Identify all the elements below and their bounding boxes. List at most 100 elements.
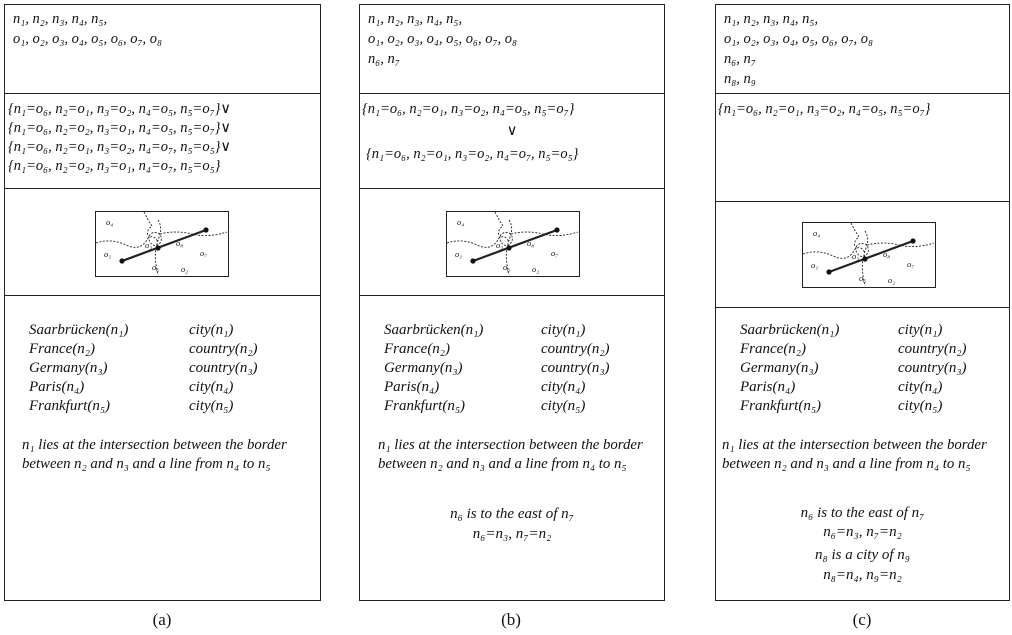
fact-type: country(n₃) xyxy=(541,360,610,376)
fact-type: city(n₅) xyxy=(541,398,586,414)
variables-section: n₁, n₂, n₃, n₄, n₅, o₁, o₂, o₃, o₄, o₅, … xyxy=(716,5,1009,94)
extra-relation-line: n₈ is a city of n₉ xyxy=(814,547,910,563)
map-point xyxy=(910,238,916,244)
fact-entity: Paris(n₄) xyxy=(29,379,85,395)
variables-line: o₁, o₂, o₃, o₄, o₅, o₆, o₇, o₈ xyxy=(13,31,163,47)
map-label: o₂ xyxy=(888,275,895,285)
extra-relation-line: n₆ is to the east of n₇ xyxy=(450,506,574,522)
variables-line: n₁, n₂, n₃, n₄, n₅, xyxy=(13,11,108,27)
facts-section: Saarbrücken(n₁) France(n₂) Germany(n₃) P… xyxy=(716,308,1009,600)
fact-type: city(n₅) xyxy=(898,398,943,414)
fact-entity: Saarbrücken(n₁) xyxy=(29,322,129,338)
extra-relation-line: n₈=n₄, n₉=n₂ xyxy=(823,567,902,583)
fact-entity: France(n₂) xyxy=(740,341,807,357)
map-label: o₄ xyxy=(457,217,464,227)
variables-line: n₈, n₉ xyxy=(724,71,756,87)
caption-b: (b) xyxy=(501,610,521,629)
panel-b: n₁, n₂, n₃, n₄, n₅, o₁, o₂, o₃, o₄, o₅, … xyxy=(359,4,665,601)
fact-entity: Saarbrücken(n₁) xyxy=(384,322,484,338)
fact-type: country(n₂) xyxy=(541,341,610,357)
variables-line: n₁, n₂, n₃, n₄, n₅, xyxy=(368,11,463,27)
fact-type: city(n₄) xyxy=(189,379,234,395)
map-label: o₂ xyxy=(181,264,188,274)
map-sketch: o₄o₃o₈o₁o₆o₇o₂o₅ xyxy=(95,211,229,277)
line-n4-n5 xyxy=(828,239,914,274)
fact-type: country(n₃) xyxy=(189,360,258,376)
fact-entity: Frankfurt(n₅) xyxy=(740,398,822,414)
fact-type: country(n₃) xyxy=(898,360,967,376)
map-label: o₇ xyxy=(200,248,207,258)
map-label: o₃ xyxy=(852,251,859,261)
fact-entity: France(n₂) xyxy=(384,341,451,357)
fact-entity: France(n₂) xyxy=(29,341,96,357)
map-label: o₈ xyxy=(883,249,890,259)
constraints-section: {n₁=o₆, n₂=o₁, n₃=o₂, n₄=o₅, n₅=o₇}∨ {n₁… xyxy=(5,94,320,189)
map-label: o₃ xyxy=(496,240,503,250)
relation-text: n₁ lies at the intersection between the … xyxy=(722,437,991,472)
fact-type: city(n₁) xyxy=(189,322,234,338)
constraint-line: {n₁=o₆, n₂=o₁, n₃=o₂, n₄=o₅, n₅=o₇} xyxy=(362,101,575,117)
map-section: o₄o₃o₈o₁o₆o₇o₂o₅ xyxy=(716,202,1009,308)
map-point xyxy=(862,256,868,262)
region-border xyxy=(96,236,159,248)
fact-entity: Paris(n₄) xyxy=(384,379,440,395)
variables-section: n₁, n₂, n₃, n₄, n₅, o₁, o₂, o₃, o₄, o₅, … xyxy=(5,5,320,94)
facts-section: Saarbrücken(n₁) France(n₂) Germany(n₃) P… xyxy=(5,296,320,600)
map-point xyxy=(506,245,512,251)
map-section: o₄o₃o₈o₁o₆o₇o₂o₅ xyxy=(360,189,664,296)
map-label: o₆ xyxy=(152,262,159,272)
fact-entity: Germany(n₃) xyxy=(29,360,108,376)
panel-a: n₁, n₂, n₃, n₄, n₅, o₁, o₂, o₃, o₄, o₅, … xyxy=(4,4,321,601)
extra-relation-line: n₆=n₃, n₇=n₂ xyxy=(823,524,902,540)
line-n4-n5 xyxy=(121,228,207,263)
variables-line: n₆, n₇ xyxy=(724,51,756,67)
map-drawing: o₄o₃o₈o₁o₆o₇o₂o₅ xyxy=(803,223,934,286)
constraints-section: {n₁=o₆, n₂=o₁, n₃=o₂, n₄=o₅, n₅=o₇} xyxy=(716,94,1009,202)
variables-line: o₁, o₂, o₃, o₄, o₅, o₆, o₇, o₈ xyxy=(368,31,518,47)
fact-type: country(n₂) xyxy=(898,341,967,357)
map-label: o₃ xyxy=(145,240,152,250)
region-border xyxy=(154,219,162,275)
constraint-line: {n₁=o₆, n₂=o₁, n₃=o₂, n₄=o₇, n₅=o₅} xyxy=(366,146,579,162)
fact-entity: Frankfurt(n₅) xyxy=(384,398,466,414)
disjunction-symbol: ∨ xyxy=(506,123,518,139)
fact-entity: Frankfurt(n₅) xyxy=(29,398,111,414)
region-border xyxy=(850,223,860,248)
map-label: o₇ xyxy=(551,248,558,258)
map-label: o₆ xyxy=(859,273,866,283)
caption-c: (c) xyxy=(852,610,872,629)
fact-type: city(n₄) xyxy=(898,379,943,395)
map-sketch: o₄o₃o₈o₁o₆o₇o₂o₅ xyxy=(802,222,936,288)
fact-entity: Germany(n₃) xyxy=(384,360,463,376)
map-drawing: o₄o₃o₈o₁o₆o₇o₂o₅ xyxy=(447,212,578,275)
region-border xyxy=(505,219,513,275)
constraints-section: {n₁=o₆, n₂=o₁, n₃=o₂, n₄=o₅, n₅=o₇} ∨ {n… xyxy=(360,94,664,189)
extra-relation-line: n₆=n₃, n₇=n₂ xyxy=(472,526,552,542)
constraint-line: {n₁=o₆, n₂=o₂, n₃=o₁, n₄=o₅, n₅=o₇}∨ xyxy=(8,120,232,136)
variables-line: n₆, n₇ xyxy=(368,51,400,67)
constraint-line: {n₁=o₆, n₂=o₂, n₃=o₁, n₄=o₇, n₅=o₅} xyxy=(8,158,221,174)
map-point xyxy=(826,269,832,275)
map-label: o₂ xyxy=(532,264,539,274)
fact-entity: Paris(n₄) xyxy=(740,379,796,395)
map-label: o₄ xyxy=(813,228,820,238)
region-border xyxy=(803,247,866,259)
fact-entity: Germany(n₃) xyxy=(740,360,819,376)
map-label: o₄ xyxy=(106,217,113,227)
map-drawing: o₄o₃o₈o₁o₆o₇o₂o₅ xyxy=(96,212,227,275)
region-border xyxy=(861,230,869,286)
relation-text: n₁ lies at the intersection between the … xyxy=(378,437,647,472)
map-point xyxy=(554,227,560,233)
fact-type: city(n₁) xyxy=(898,322,943,338)
region-border xyxy=(143,212,153,237)
fact-type: city(n₁) xyxy=(541,322,586,338)
fact-entity: Saarbrücken(n₁) xyxy=(740,322,840,338)
map-section: o₄o₃o₈o₁o₆o₇o₂o₅ xyxy=(5,189,320,296)
map-label: o₁ xyxy=(104,249,111,259)
extra-relation-line: n₆ is to the east of n₇ xyxy=(800,505,925,521)
constraint-line: {n₁=o₆, n₂=o₁, n₃=o₂, n₄=o₅, n₅=o₇} xyxy=(718,101,931,117)
map-sketch: o₄o₃o₈o₁o₆o₇o₂o₅ xyxy=(446,211,580,277)
relation-text: n₁ lies at the intersection between the … xyxy=(22,437,291,472)
region-border xyxy=(447,236,510,248)
fact-type: city(n₅) xyxy=(189,398,234,414)
